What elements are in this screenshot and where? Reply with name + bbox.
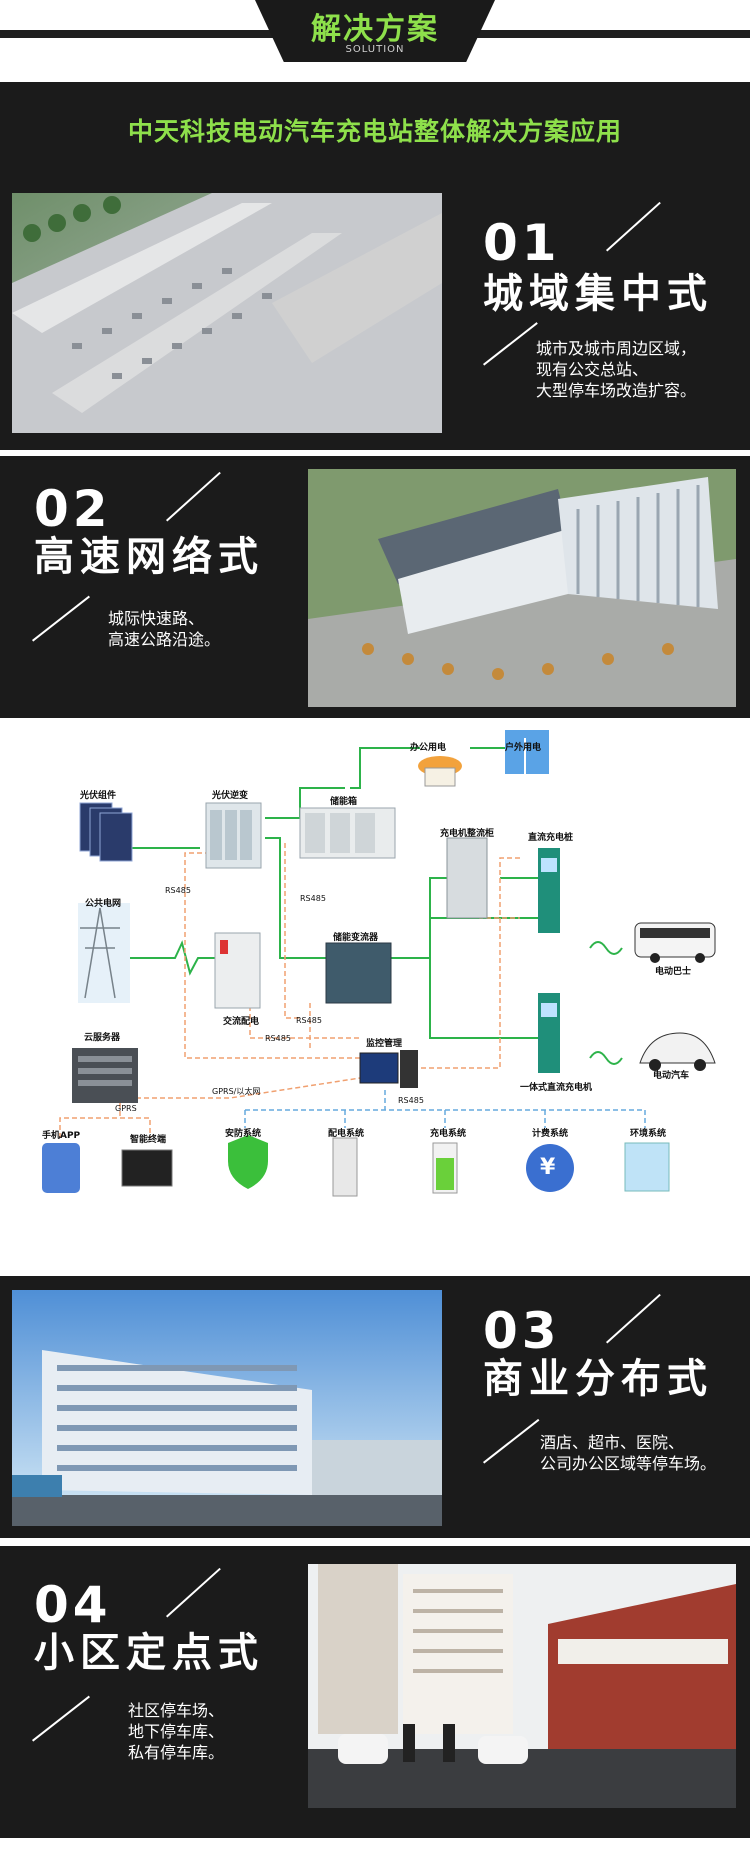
billing-yen-icon: ¥ bbox=[540, 1155, 556, 1180]
parking-lot-photo bbox=[12, 193, 442, 433]
node-pv-module: 光伏组件 bbox=[80, 791, 117, 801]
link-rs485-d: RS485 bbox=[265, 1034, 291, 1043]
highway-station-photo bbox=[308, 469, 736, 707]
node-dc-pile: 直流充电桩 bbox=[528, 833, 574, 843]
section-number-02: 02 bbox=[34, 480, 112, 538]
section-title-01: 城域集中式 bbox=[483, 271, 713, 317]
header-title: 解决方案 bbox=[311, 12, 439, 47]
section-desc-02: 城际快速路、 高速公路沿途。 bbox=[108, 609, 221, 649]
section-desc-03: 酒店、超市、医院、 公司办公区域等停车场。 bbox=[540, 1433, 717, 1473]
node-cloud: 云服务器 bbox=[84, 1033, 121, 1043]
residential-charging-photo bbox=[308, 1564, 736, 1808]
section-desc-01: 城市及城市周边区域， 现有公交总站、 大型停车场改造扩容。 bbox=[536, 339, 697, 400]
node-office: 办公用电 bbox=[410, 743, 447, 753]
node-env: 环境系统 bbox=[630, 1129, 667, 1139]
node-outdoor: 户外用电 bbox=[505, 743, 542, 753]
header-subtitle: SOLUTION bbox=[345, 44, 405, 55]
link-rs485-c: RS485 bbox=[296, 1016, 322, 1025]
link-gprs: GPRS bbox=[115, 1104, 137, 1113]
node-grid: 公共电网 bbox=[85, 899, 122, 909]
system-diagram: 办公用电 户外用电 光伏组件 光伏逆变 储能箱 充电机整流柜 直流充电桩 RS4… bbox=[0, 718, 750, 1276]
node-pv-inverter: 光伏逆变 bbox=[212, 791, 249, 801]
section-header: 解决方案 SOLUTION bbox=[0, 0, 750, 62]
node-app: 手机APP bbox=[42, 1131, 81, 1141]
commercial-building-photo bbox=[12, 1290, 442, 1526]
node-billing: 计费系统 bbox=[532, 1129, 569, 1139]
node-security: 安防系统 bbox=[225, 1129, 262, 1139]
link-rs485-e: RS485 bbox=[398, 1096, 424, 1105]
node-terminal: 智能终端 bbox=[130, 1135, 167, 1145]
node-monitor: 监控管理 bbox=[366, 1039, 403, 1049]
link-gprs-eth: GPRS/以太网 bbox=[212, 1087, 261, 1096]
section-title-02: 高速网络式 bbox=[34, 534, 264, 580]
node-bus: 电动巴士 bbox=[655, 967, 692, 977]
node-charging: 充电系统 bbox=[430, 1129, 467, 1139]
node-rectifier: 充电机整流柜 bbox=[440, 829, 495, 839]
section-number-03: 03 bbox=[483, 1302, 561, 1360]
node-car: 电动汽车 bbox=[653, 1071, 690, 1081]
section-number-04: 04 bbox=[34, 1576, 112, 1634]
section-desc-04: 社区停车场、 地下停车库、 私有停车库。 bbox=[128, 1701, 225, 1762]
node-power-dist: 配电系统 bbox=[328, 1129, 365, 1139]
node-pcs: 储能变流器 bbox=[333, 933, 379, 943]
link-rs485-a: RS485 bbox=[165, 886, 191, 895]
section-number-01: 01 bbox=[483, 214, 561, 272]
section-title-03: 商业分布式 bbox=[483, 1356, 713, 1402]
link-rs485-b: RS485 bbox=[300, 894, 326, 903]
intro-heading: 中天科技电动汽车充电站整体解决方案应用 bbox=[127, 117, 622, 146]
section-title-04: 小区定点式 bbox=[34, 1630, 264, 1676]
node-storage-box: 储能箱 bbox=[330, 797, 358, 807]
node-ac-dist: 交流配电 bbox=[223, 1017, 260, 1027]
node-integrated: 一体式直流充电机 bbox=[520, 1083, 593, 1093]
header-tab bbox=[255, 0, 495, 62]
